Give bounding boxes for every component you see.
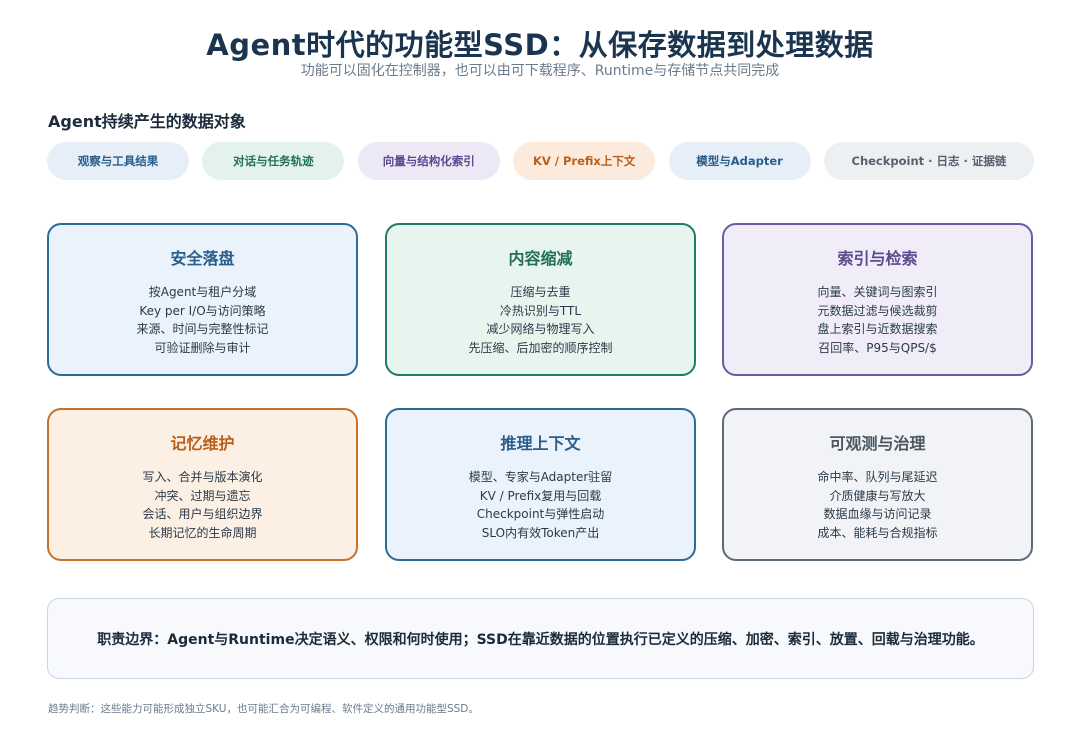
card-title: 安全落盘 <box>170 249 235 268</box>
card-line: 减少网络与物理写入 <box>486 322 595 336</box>
card-line: 命中率、队列与尾延迟 <box>817 470 938 484</box>
card-line: 冲突、过期与遗忘 <box>154 488 251 503</box>
card-line: SLO内有效Token产出 <box>481 525 600 540</box>
card-secure-storage: 安全落盘 按Agent与租户分域 Key per I/O与访问策略 来源、时间与… <box>47 223 358 376</box>
card-line: 按Agent与租户分域 <box>148 285 257 299</box>
tag-model-adapter: 模型与Adapter <box>668 142 811 180</box>
card-line: 元数据过滤与候选裁剪 <box>817 303 938 318</box>
card-memory-maintenance: 记忆维护 写入、合并与版本演化 冲突、过期与遗忘 会话、用户与组织边界 长期记忆… <box>47 408 358 561</box>
card-title: 可观测与治理 <box>829 434 926 453</box>
card-line: 写入、合并与版本演化 <box>142 470 263 484</box>
card-line: 长期记忆的生命周期 <box>148 525 257 540</box>
card-title: 推理上下文 <box>500 434 581 453</box>
card-line: 模型、专家与Adapter驻留 <box>468 470 613 484</box>
tag-kv-prefix: KV / Prefix上下文 <box>513 142 656 180</box>
card-line: Checkpoint与弹性启动 <box>476 507 605 521</box>
tag-dialog-traces: 对话与任务轨迹 <box>202 142 345 180</box>
responsibility-boundary-note: 职责边界：Agent与Runtime决定语义、权限和何时使用；SSD在靠近数据的… <box>47 598 1034 679</box>
card-line: 先压缩、后加密的顺序控制 <box>468 340 613 355</box>
card-line: 来源、时间与完整性标记 <box>136 322 269 336</box>
data-objects-title: Agent持续产生的数据对象 <box>48 112 246 131</box>
card-line: 盘上索引与近数据搜索 <box>817 322 938 336</box>
card-line: 召回率、P95与QPS/$ <box>818 340 937 355</box>
card-title: 内容缩减 <box>508 249 573 268</box>
card-title: 记忆维护 <box>170 434 235 453</box>
card-line: 会话、用户与组织边界 <box>142 507 263 521</box>
tag-vector-index: 向量与结构化索引 <box>357 142 500 180</box>
card-line: 成本、能耗与合规指标 <box>817 525 938 540</box>
page-title: Agent时代的功能型SSD：从保存数据到处理数据 <box>206 28 874 62</box>
card-inference-context: 推理上下文 模型、专家与Adapter驻留 KV / Prefix复用与回载 C… <box>385 408 696 561</box>
card-line: 压缩与去重 <box>510 285 571 299</box>
card-title: 索引与检索 <box>837 249 918 268</box>
card-line: Key per I/O与访问策略 <box>139 303 266 318</box>
card-line: 数据血缘与访问记录 <box>823 507 932 521</box>
card-observability-governance: 可观测与治理 命中率、队列与尾延迟 介质健康与写放大 数据血缘与访问记录 成本、… <box>722 408 1033 561</box>
tag-observations: 观察与工具结果 <box>47 142 189 180</box>
card-line: 介质健康与写放大 <box>829 488 926 503</box>
card-content-reduction: 内容缩减 压缩与去重 冷热识别与TTL 减少网络与物理写入 先压缩、后加密的顺序… <box>385 223 696 376</box>
card-line: KV / Prefix复用与回载 <box>479 488 602 503</box>
boundary-text: 职责边界：Agent与Runtime决定语义、权限和何时使用；SSD在靠近数据的… <box>97 631 984 648</box>
tag-checkpoint-logs: Checkpoint · 日志 · 证据链 <box>823 142 1034 180</box>
card-line: 可验证删除与审计 <box>154 340 251 355</box>
card-line: 冷热识别与TTL <box>499 303 582 318</box>
card-index-retrieval: 索引与检索 向量、关键词与图索引 元数据过滤与候选裁剪 盘上索引与近数据搜索 召… <box>722 223 1033 376</box>
trend-footnote: 趋势判断：这些能力可能形成独立SKU，也可能汇合为可编程、软件定义的通用功能型S… <box>48 703 479 715</box>
card-line: 向量、关键词与图索引 <box>817 285 938 299</box>
data-object-tags: 观察与工具结果 对话与任务轨迹 向量与结构化索引 KV / Prefix上下文 … <box>47 142 1034 180</box>
page-subtitle: 功能可以固化在控制器，也可以由可下载程序、Runtime与存储节点共同完成 <box>300 63 780 79</box>
